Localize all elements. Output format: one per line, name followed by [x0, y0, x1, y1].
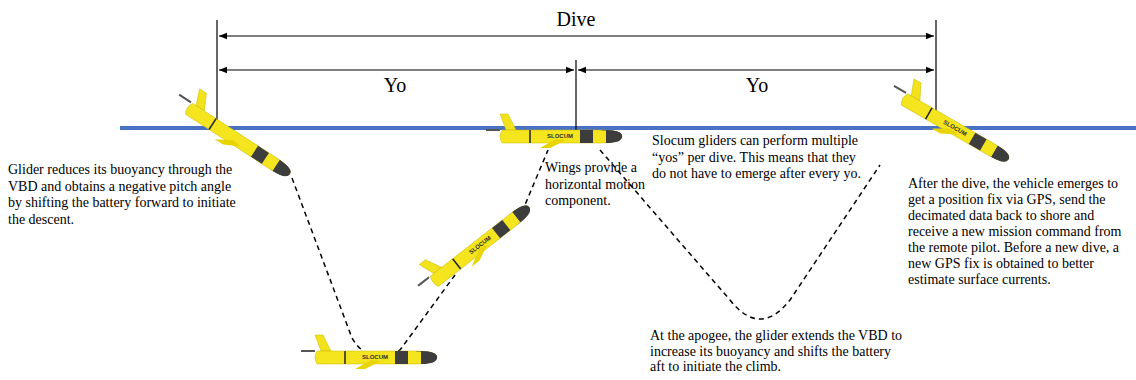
- annotation: After the dive, the vehicle emerges to g…: [908, 176, 1132, 288]
- annotation: At the apogee, the glider extends the VB…: [650, 328, 908, 375]
- dimension-label: Dive: [557, 8, 596, 31]
- dimension-lines: [217, 20, 936, 130]
- dimension-label: Yo: [384, 74, 406, 97]
- glider-emerging: [885, 72, 1020, 169]
- glider-logo: SLOCUM: [942, 119, 968, 137]
- glider-logo: SLOCUM: [547, 133, 573, 139]
- glider-logo: SLOCUM: [468, 235, 492, 256]
- annotation: Slocum gliders can perform multiple “yos…: [652, 133, 864, 183]
- glider-logo: SLOCUM: [362, 354, 388, 360]
- annotation: Glider reduces its buoyancy through the …: [8, 162, 236, 228]
- annotation: Wings provide a horizontal motion compon…: [545, 160, 670, 210]
- glider-apogee: [301, 335, 437, 369]
- glider-surface: [486, 114, 622, 148]
- glider-climbing: [408, 189, 536, 300]
- dimension-label: Yo: [746, 74, 768, 97]
- sea-surface: [120, 126, 1136, 130]
